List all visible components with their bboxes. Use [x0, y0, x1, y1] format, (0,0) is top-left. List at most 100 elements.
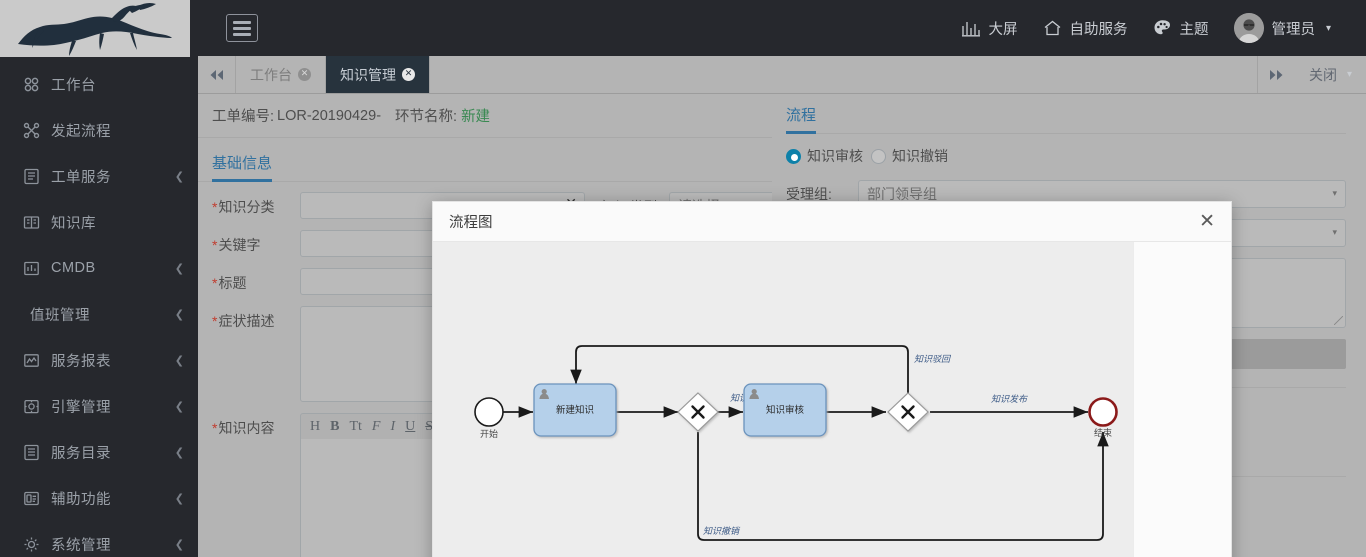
sidebar-item-system-management[interactable]: 系统管理 ❮ — [0, 521, 198, 557]
required-mark: * — [212, 275, 218, 291]
sidebar-item-service-catalog[interactable]: 服务目录 ❮ — [0, 429, 198, 475]
radio-knowledge-review[interactable]: 知识审核 — [786, 146, 863, 166]
user-name: 管理员 — [1271, 21, 1315, 38]
app-logo[interactable] — [0, 0, 190, 57]
process-panel-header: 流程 — [786, 104, 1346, 134]
sidebar-item-label: CMDB — [51, 260, 96, 276]
tabs-scroll-next-button[interactable] — [1256, 56, 1295, 93]
radio-knowledge-revoke[interactable]: 知识撤销 — [871, 146, 948, 166]
sidebar-item-start-flow[interactable]: 发起流程 — [0, 107, 198, 153]
italic-icon[interactable]: I — [390, 418, 396, 434]
sidebar-item-ticket-service[interactable]: 工单服务 ❮ — [0, 153, 198, 199]
label-text: 知识内容 — [218, 420, 275, 436]
chevron-down-icon: ▾ — [1346, 69, 1352, 80]
bold-icon[interactable]: B — [330, 418, 340, 434]
sidebar-item-label: 服务目录 — [51, 445, 111, 462]
top-action-self-service[interactable]: 自助服务 — [1030, 0, 1140, 56]
sidebar-item-workbench[interactable]: 工作台 — [0, 61, 198, 107]
sidebar-item-duty-management[interactable]: 值班管理 ❮ — [0, 291, 198, 337]
svg-text:知识发布: 知识发布 — [991, 394, 1029, 404]
tab-label: 知识管理 — [340, 66, 396, 83]
process-radio-group: 知识审核 知识撤销 — [786, 146, 1346, 166]
modal-title: 流程图 — [449, 215, 493, 231]
sidebar-item-service-report[interactable]: 服务报表 ❮ — [0, 337, 198, 383]
sidebar-item-cmdb[interactable]: CMDB ❮ — [0, 245, 198, 291]
title-label: *标题 — [212, 268, 300, 293]
keyword-label: *关键字 — [212, 230, 300, 255]
sidebar-item-assist-function[interactable]: 辅助功能 ❮ — [0, 475, 198, 521]
catalog-icon — [22, 443, 41, 462]
bpmn-diagram: 知识审核 知识驳回 知识发布 知识撤销 开始 新建知识 — [433, 242, 1133, 557]
hamburger-icon[interactable] — [226, 14, 258, 42]
sidebar-item-engine-management[interactable]: 引擎管理 ❮ — [0, 383, 198, 429]
home-icon — [1043, 19, 1062, 37]
ticket-no-value: LOR-20190429- — [277, 107, 382, 124]
flowchart-canvas[interactable]: 知识审核 知识驳回 知识发布 知识撤销 开始 新建知识 — [433, 242, 1133, 557]
sidebar-item-label: 发起流程 — [51, 123, 111, 140]
strikethrough-icon[interactable]: S — [425, 418, 434, 434]
radio-selected-icon — [786, 148, 801, 164]
sidebar-item-label: 引擎管理 — [51, 399, 111, 416]
deer-logo-icon — [0, 0, 190, 57]
sidebar-item-label: 值班管理 — [30, 307, 90, 324]
user-avatar — [1234, 13, 1265, 43]
sidebar-item-label: 工作台 — [51, 77, 96, 94]
process-panel-divider — [786, 133, 1346, 134]
chevron-left-icon: ❮ — [174, 399, 184, 413]
palette-icon — [1153, 19, 1172, 37]
label-text: 症状描述 — [218, 313, 275, 329]
underline-icon[interactable]: U — [405, 418, 416, 434]
font-size-icon[interactable]: Tt — [349, 418, 362, 434]
close-icon[interactable]: ✕ — [402, 68, 415, 81]
chevron-left-icon: ❮ — [174, 261, 184, 275]
book-icon — [22, 213, 41, 232]
handler-group-value: 部门领导组 — [867, 186, 937, 202]
tab-workbench[interactable]: 工作台 ✕ — [236, 56, 326, 93]
radio-unselected-icon — [871, 148, 886, 164]
grid-icon — [22, 75, 41, 94]
label-text: 标题 — [218, 275, 247, 291]
label-text: 关键字 — [218, 237, 261, 253]
required-mark: * — [212, 313, 218, 329]
flowchart-side-panel — [1133, 242, 1231, 557]
chevron-down-icon: ▾ — [1332, 228, 1337, 238]
svg-text:知识驳回: 知识驳回 — [914, 354, 952, 364]
font-family-icon[interactable]: F — [371, 418, 381, 434]
top-action-label: 自助服务 — [1069, 21, 1128, 38]
flow-icon — [22, 121, 41, 140]
tab-label: 工作台 — [250, 66, 292, 83]
required-mark: * — [212, 237, 218, 253]
assist-icon — [22, 489, 41, 508]
tabs-close-label: 关闭 — [1308, 66, 1337, 83]
top-action-theme[interactable]: 主题 — [1140, 0, 1221, 56]
label-text: 知识分类 — [218, 199, 275, 215]
user-menu[interactable]: 管理员 ▾ — [1221, 0, 1344, 56]
modal-header: 流程图 ✕ — [433, 202, 1231, 242]
sidebar-item-knowledge-base[interactable]: 知识库 — [0, 199, 198, 245]
top-action-label: 大屏 — [988, 21, 1018, 38]
chevron-left-icon: ❮ — [174, 537, 184, 551]
sidebar: 工作台 发起流程 — [0, 0, 198, 557]
category-label: *知识分类 — [212, 192, 300, 217]
list-icon — [22, 167, 41, 186]
required-mark: * — [212, 199, 218, 215]
tabs-scroll-prev-button[interactable] — [198, 56, 236, 93]
chevron-down-icon: ▾ — [1332, 189, 1337, 199]
handler-group-label: 受理组: — [786, 186, 832, 202]
section-title: 基础信息 — [212, 152, 273, 182]
heading-icon[interactable]: H — [310, 418, 321, 434]
stage-label: 环节名称: — [395, 109, 458, 125]
process-panel-title: 流程 — [786, 104, 817, 134]
sidebar-item-label: 工单服务 — [51, 169, 111, 186]
chevron-left-icon: ❮ — [174, 307, 184, 321]
svg-text:知识撤销: 知识撤销 — [703, 526, 741, 536]
tab-knowledge-management[interactable]: 知识管理 ✕ — [326, 56, 430, 93]
top-bar-actions: 大屏 自助服务 — [948, 0, 1366, 56]
sidebar-item-label: 辅助功能 — [51, 491, 111, 508]
close-icon[interactable]: ✕ — [1199, 210, 1215, 232]
close-icon[interactable]: ✕ — [298, 68, 311, 81]
tabs-close-menu[interactable]: 关闭 ▾ — [1295, 56, 1366, 93]
top-action-dashboard[interactable]: 大屏 — [948, 0, 1030, 56]
svg-text:知识审核: 知识审核 — [766, 404, 805, 416]
